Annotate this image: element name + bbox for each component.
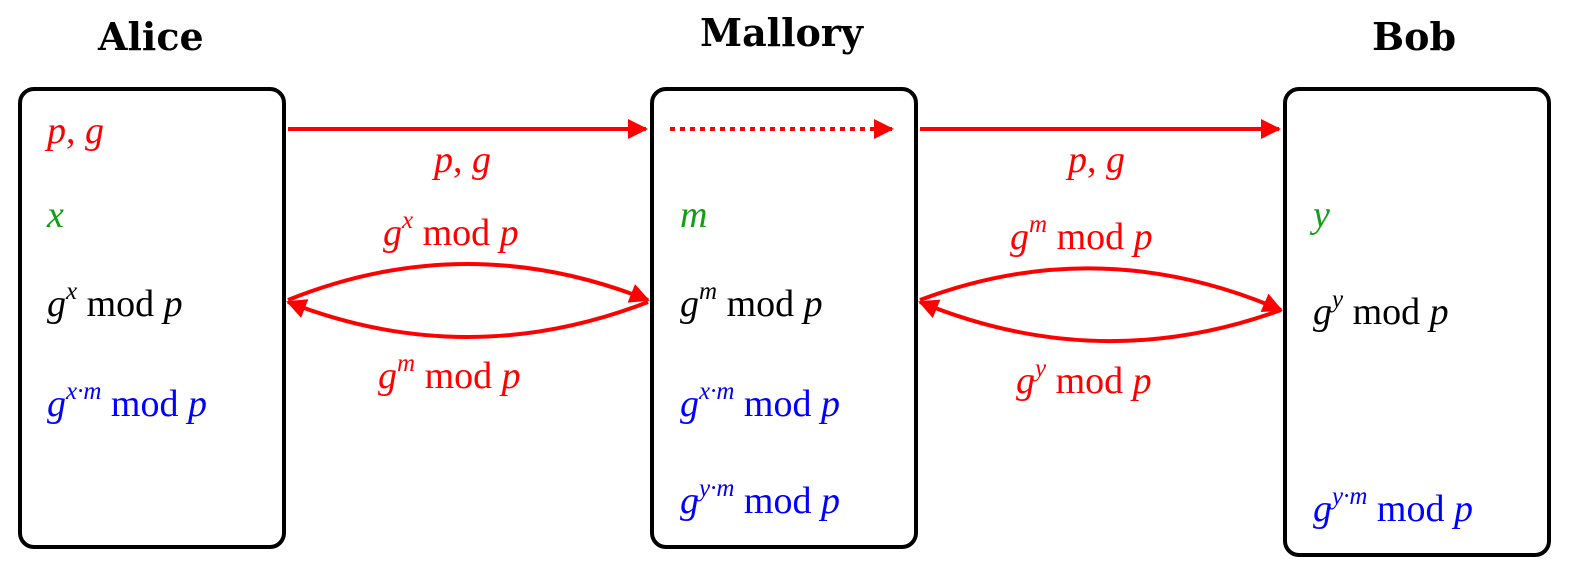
label-bob-sends-gy: gy mod p xyxy=(1016,355,1152,402)
label-alice-sends-gx: gx mod p xyxy=(383,207,519,254)
bob-secret: y xyxy=(1313,194,1330,236)
alice-box xyxy=(18,87,286,549)
mallory-shared-key-alice: gx·m mod p xyxy=(680,378,840,425)
bob-public-value: gy mod p xyxy=(1313,286,1449,333)
mallory-box xyxy=(650,87,918,549)
label-mallory-sends-gm-to-alice: gm mod p xyxy=(378,350,521,397)
alice-title: Alice xyxy=(98,14,204,59)
label-mallory-bob-pg: p, g xyxy=(1068,139,1125,181)
arrow-bob-to-mallory-gy xyxy=(918,299,1282,344)
bob-title: Bob xyxy=(1372,14,1457,59)
label-alice-mallory-pg: p, g xyxy=(434,139,491,181)
alice-shared-key: gx·m mod p xyxy=(47,378,207,425)
alice-params: p, g xyxy=(47,110,104,152)
mallory-public-value: gm mod p xyxy=(680,278,823,325)
arrow-mallory-to-bob-gm xyxy=(919,266,1283,313)
bob-box xyxy=(1283,87,1551,557)
mallory-secret: m xyxy=(680,194,708,236)
mallory-shared-key-bob: gy·m mod p xyxy=(680,475,840,522)
bob-shared-key: gy·m mod p xyxy=(1313,483,1473,530)
alice-secret: x xyxy=(47,194,64,236)
label-mallory-sends-gm-to-bob: gm mod p xyxy=(1010,211,1153,258)
arrow-mallory-to-alice-gm xyxy=(286,299,649,339)
mallory-title: Mallory xyxy=(700,10,864,55)
alice-public-value: gx mod p xyxy=(47,278,183,325)
arrow-alice-to-mallory-gx xyxy=(287,262,650,303)
